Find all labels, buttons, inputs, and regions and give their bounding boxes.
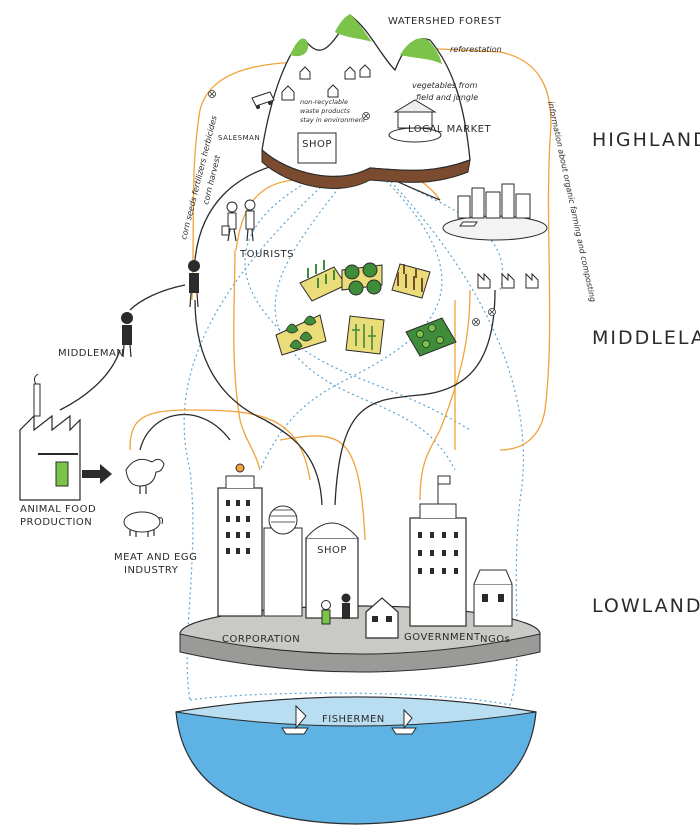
local-market-label: LOCAL MARKET <box>408 124 491 135</box>
corporation-building <box>217 463 263 617</box>
middleman-figure <box>121 312 133 358</box>
chicken-icon <box>125 458 165 494</box>
watershed-forest-label: WATERSHED FOREST <box>388 16 502 27</box>
tourists-figures <box>221 199 256 242</box>
waste-label-line2: waste products <box>300 107 350 115</box>
government-building <box>409 475 467 627</box>
vegetables-label-line1: vegetables from <box>412 81 478 90</box>
information-label: information about organic farming and co… <box>546 101 597 303</box>
field-trees <box>341 262 383 296</box>
zone-highland-label: HIGHLAND <box>592 129 700 151</box>
government-label: GOVERNMENT <box>404 632 481 643</box>
field-vegetables <box>405 317 457 357</box>
zone-middleland-label: MIDDLELAND <box>592 327 700 349</box>
highland-shop: SHOP <box>297 132 337 164</box>
house-icon <box>365 597 399 639</box>
field-corn-1 <box>299 260 347 302</box>
animal-food-factory <box>19 373 81 501</box>
lowland-shop: SHOP <box>305 522 359 619</box>
animal-food-label-line1: ANIMAL FOOD <box>20 504 96 515</box>
zone-lowland-label: LOWLAND <box>592 595 700 617</box>
feed-arrow-icon <box>82 464 112 484</box>
tourists-label: TOURISTS <box>239 249 294 260</box>
salesman-truck-icon <box>251 91 275 109</box>
lowland-shop-label: SHOP <box>317 545 347 556</box>
salesman-label: SALESMAN <box>218 134 260 142</box>
small-factories <box>477 272 539 289</box>
meat-egg-label-line1: MEAT AND EGG <box>114 552 197 563</box>
animal-food-label-line2: PRODUCTION <box>20 517 92 528</box>
field-leafy <box>275 314 327 356</box>
local-market-stand <box>388 99 442 143</box>
fishermen-label: FISHERMEN <box>322 714 385 725</box>
pig-icon <box>123 511 163 537</box>
waste-label-line3: stay in environment <box>300 116 366 124</box>
field-corn-2 <box>391 263 431 299</box>
ngo-building <box>473 569 513 627</box>
hill-town <box>442 183 548 241</box>
corporation-label: CORPORATION <box>222 634 300 645</box>
sea-basin <box>175 696 537 825</box>
farm-fields <box>275 260 457 357</box>
citizens-figures <box>321 593 351 625</box>
ngos-label: NGOs <box>480 634 510 645</box>
middleman-label: MIDDLEMAN <box>58 348 124 359</box>
village-houses <box>281 64 371 101</box>
reforestation-label: reforestation <box>450 45 502 54</box>
tower-building <box>263 505 303 617</box>
waste-label-line1: non-recyclable <box>300 98 348 106</box>
field-wheat <box>345 315 385 355</box>
highland-shop-label: SHOP <box>302 139 332 150</box>
vegetables-label-line2: field and jungle <box>416 93 478 102</box>
cross-markers <box>208 90 496 326</box>
supply-chain-lines <box>59 47 552 541</box>
highland-island: SHOP <box>251 14 471 189</box>
meat-egg-label-line2: INDUSTRY <box>124 565 179 576</box>
fishing-boats <box>281 704 417 735</box>
farmer-figure <box>188 260 200 308</box>
